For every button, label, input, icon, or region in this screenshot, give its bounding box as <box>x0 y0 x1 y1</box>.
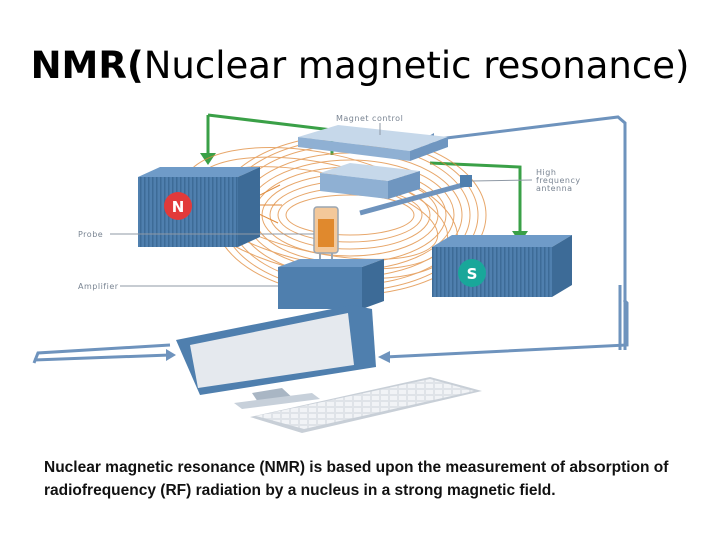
label-leaders <box>110 123 533 287</box>
signal-arrow-head-2 <box>378 351 390 363</box>
north-pole-label: N <box>172 198 185 216</box>
south-magnet: S <box>432 235 572 297</box>
antenna-rod <box>359 175 472 216</box>
title-acronym: NMR( <box>30 44 144 87</box>
green-arrow-head-1 <box>200 153 216 165</box>
keyboard <box>250 377 482 433</box>
slide-caption: Nuclear magnetic resonance (NMR) is base… <box>44 459 669 499</box>
slide-title: NMR(Nuclear magnetic resonance) <box>0 44 720 87</box>
south-pole-badge <box>458 259 486 287</box>
amplifier-block <box>278 259 384 309</box>
signal-arrow-head-3 <box>166 349 176 361</box>
label-antenna-2: frequency <box>536 176 581 185</box>
signal-loop <box>32 115 629 364</box>
label-antenna-1: High <box>536 168 556 177</box>
north-magnet: N <box>138 167 260 247</box>
label-amplifier: Amplifier <box>78 282 119 291</box>
nmr-diagram: N S <box>32 113 629 433</box>
south-pole-label: S <box>467 265 478 283</box>
title-expansion: Nuclear magnetic resonance) <box>143 44 690 87</box>
magnet-control-plates <box>298 125 448 199</box>
label-magnet-control: Magnet control <box>336 114 403 123</box>
computer-monitor <box>176 305 376 409</box>
probe-tube <box>313 206 339 265</box>
label-probe: Probe <box>78 230 103 239</box>
north-pole-badge <box>164 192 192 220</box>
label-antenna-3: antenna <box>536 184 573 193</box>
